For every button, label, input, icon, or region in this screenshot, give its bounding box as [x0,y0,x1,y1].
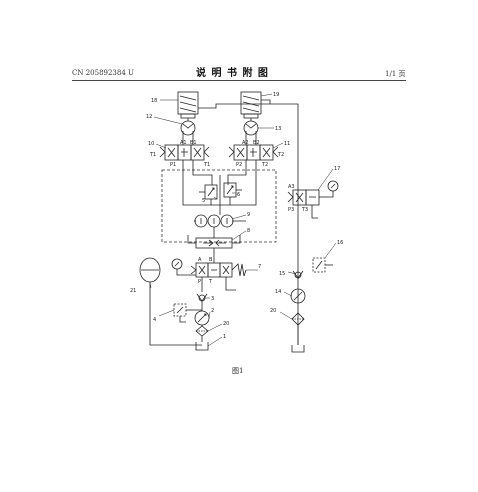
label-11: 11 [284,141,290,147]
port-a: A [198,257,202,263]
port-b1: B1 [190,140,197,146]
relief-valve-5 [199,184,218,206]
page-title: 说 明 书 附 图 [196,68,269,79]
label-18: 18 [151,98,157,104]
port-p2: P2 [236,162,242,168]
line-valve10-down [182,160,213,185]
label-8: 8 [247,228,250,234]
port-a1: A1 [180,140,187,146]
line-actuators-to-right-circuit [198,103,299,345]
check-valve-15 [292,270,304,279]
port-t2: T2 [261,162,268,168]
header-rule [72,80,406,81]
port-t: T [208,279,213,285]
line-valve11-down [227,160,257,185]
integrated-valve-block [161,169,277,243]
label-3: 3 [211,296,214,302]
label-1: 1 [223,334,226,340]
port-p1: P1 [170,162,176,168]
label-20: 20 [223,321,229,327]
line-actuator19-link [261,99,271,104]
label-4: 4 [153,317,156,323]
label-20b: 20 [270,308,276,314]
label-17: 17 [334,166,340,172]
accumulator-21 [139,257,202,346]
label-10: 10 [148,141,154,147]
label-21: 21 [130,288,136,294]
filter-20b [291,312,305,353]
label-6: 6 [237,192,240,198]
actuator-18 [177,91,199,119]
port-t2b: T2 [277,152,284,158]
port-t1: T1 [203,162,210,168]
patent-number: CN 205892384 U [72,69,134,77]
label-5: 5 [202,198,205,204]
label-14: 14 [275,289,281,295]
label-16: 16 [337,240,343,246]
port-p: P [198,279,201,285]
label-9: 9 [247,212,250,218]
port-p3: P3 [288,207,294,213]
relief-valve-16 [312,257,333,273]
directional-valve-17 [287,180,339,219]
label-2: 2 [211,308,214,314]
pressure-gauge [171,258,196,276]
port-b2: B2 [253,140,260,146]
motor-12 [180,118,196,139]
label-13: 13 [275,126,281,132]
directional-valve-7 [190,248,247,292]
label-19: 19 [273,92,279,98]
directional-valve-10 [159,139,210,161]
line-block-internal [182,175,257,215]
port-a2: A2 [242,140,249,146]
page-number: 1/1 页 [385,70,406,78]
label-12: 12 [146,114,152,120]
label-15: 15 [279,271,285,277]
port-b: B [209,257,213,263]
port-a3: A3 [288,184,295,190]
pump-14 [290,288,306,304]
port-t1b: T1 [149,152,156,158]
port-t3: T3 [301,207,308,213]
directional-valve-11 [228,139,279,161]
figure-caption: 图1 [232,367,244,375]
label-7: 7 [258,264,261,270]
